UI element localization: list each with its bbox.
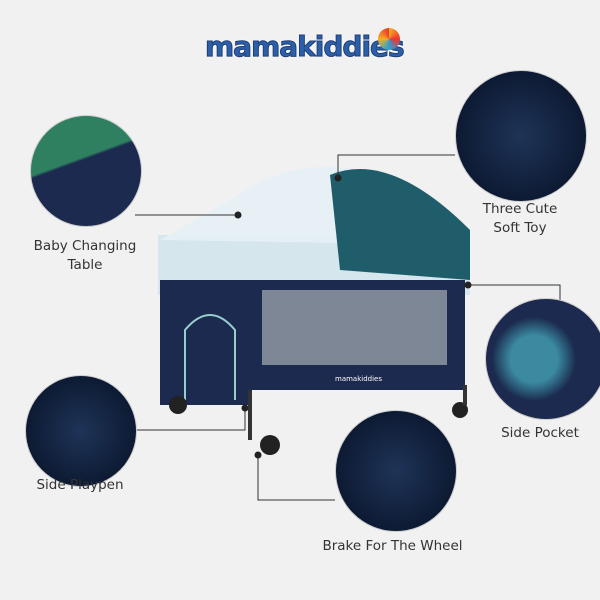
side-playpen-photo [25,375,137,487]
canopy [330,169,470,280]
crib [158,166,470,455]
feature-label: Three Cute Soft Toy [482,201,558,236]
feature-label: Brake For The Wheel [322,538,463,554]
side-door [184,314,236,400]
wheel-brake-photo [335,410,457,532]
side-pocket-photo [485,298,600,420]
wheel [452,402,468,418]
mesh-window [262,290,447,365]
wheel [260,435,280,455]
brand-logo: mamakiddies [205,30,406,64]
changing-table-photo [30,115,142,227]
connector-lines [135,154,561,501]
feature-label: Baby Changing Table [33,238,137,273]
crib-side-left [160,280,250,405]
soft-toy-photo [455,70,587,202]
feature-label: Side Playpen [36,477,124,493]
rattle-icon [378,28,400,50]
feature-label: Side Pocket [501,425,579,441]
wheel [169,396,187,414]
crib-brand-label: mamakiddies [335,375,383,383]
